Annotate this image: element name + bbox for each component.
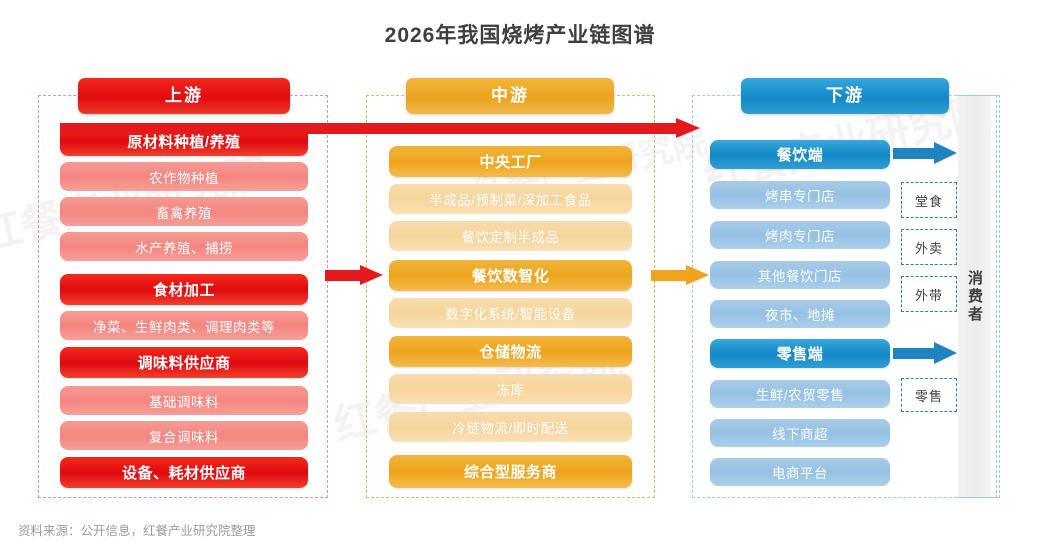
channel-dine-in[interactable]: 堂食: [901, 182, 957, 218]
upstream-item-6[interactable]: 调味料供应商: [60, 347, 308, 378]
arrow-retail-to-consumer: [893, 342, 957, 364]
upstream-item-5[interactable]: 净菜、生鲜肉类、调理肉类等: [60, 311, 308, 340]
downstream-item-7[interactable]: 线下商超: [710, 419, 890, 447]
upstream-header: 上游: [78, 78, 290, 114]
channel-delivery[interactable]: 外卖: [901, 229, 957, 265]
upstream-item-8[interactable]: 复合调味料: [60, 421, 308, 450]
midstream-item-5[interactable]: 仓储物流: [389, 336, 632, 367]
page-title: 2026年我国烧烤产业链图谱: [384, 24, 656, 47]
consumer-panel: 消费者: [958, 96, 991, 497]
upstream-item-9[interactable]: 设备、耗材供应商: [60, 457, 308, 488]
upstream-item-7[interactable]: 基础调味料: [60, 386, 308, 415]
downstream-item-3[interactable]: 其他餐饮门店: [710, 261, 890, 289]
midstream-item-3[interactable]: 餐饮数智化: [389, 260, 632, 291]
midstream-item-7[interactable]: 冷链物流/即时配送: [389, 412, 632, 442]
midstream-item-1[interactable]: 半成品/预制菜/深加工食品: [389, 184, 632, 214]
arrow-upstream-to-downstream: [60, 118, 700, 139]
consumer-frame: [957, 95, 1000, 498]
upstream-item-4[interactable]: 食材加工: [60, 274, 308, 305]
midstream-item-0[interactable]: 中央工厂: [389, 146, 632, 177]
downstream-item-6[interactable]: 生鲜/农贸零售: [710, 380, 890, 408]
downstream-item-8[interactable]: 电商平台: [710, 458, 890, 486]
downstream-item-4[interactable]: 夜市、地摊: [710, 300, 890, 328]
downstream-item-0[interactable]: 餐饮端: [710, 140, 890, 169]
arrow-midstream-to-downstream: [651, 265, 709, 286]
source-note: 资料来源：公开信息，红餐产业研究院整理: [18, 524, 256, 538]
upstream-item-2[interactable]: 畜禽养殖: [60, 197, 308, 226]
midstream-header: 中游: [406, 78, 614, 114]
upstream-item-3[interactable]: 水产养殖、捕捞: [60, 232, 308, 261]
midstream-item-6[interactable]: 冻库: [389, 374, 632, 404]
downstream-header: 下游: [741, 78, 949, 114]
arrow-upstream-to-midstream: [325, 265, 383, 286]
channel-retail[interactable]: 零售: [901, 378, 957, 412]
midstream-item-8[interactable]: 综合型服务商: [389, 455, 632, 488]
upstream-item-1[interactable]: 农作物种植: [60, 162, 308, 191]
arrow-foodservice-to-consumer: [893, 142, 957, 164]
consumer-label: 消费者: [966, 269, 983, 324]
downstream-item-5[interactable]: 零售端: [710, 339, 890, 368]
channel-takeaway[interactable]: 外带: [901, 276, 957, 312]
downstream-item-1[interactable]: 烤串专门店: [710, 181, 890, 209]
downstream-item-2[interactable]: 烤肉专门店: [710, 221, 890, 249]
midstream-item-2[interactable]: 餐饮定制半成品: [389, 221, 632, 251]
midstream-item-4[interactable]: 数字化系统/智能设备: [389, 298, 632, 328]
